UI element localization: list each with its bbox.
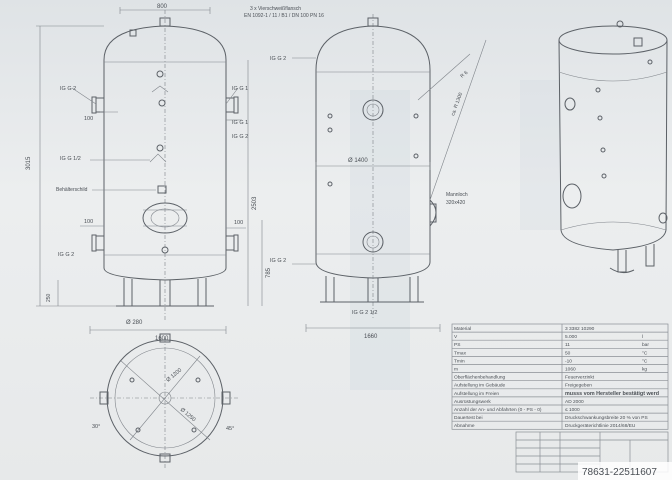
label-ig2-bottom: IG G 2 1/2 (352, 310, 377, 316)
label-ig2-top: IG G 2 (270, 56, 286, 62)
label-ig2-left-low: IG G 2 (58, 252, 74, 258)
spec-value: 50 (565, 350, 571, 356)
dim-side-mid: 100 (84, 219, 93, 225)
plan-dim-d: 45° (226, 426, 234, 432)
dim-low: 785 (266, 267, 272, 278)
label-ig2-mid: IG G 2 (270, 258, 286, 264)
spec-key: Material (454, 326, 471, 332)
label-ig2-right: IG G 2 (232, 134, 248, 140)
side-view (292, 14, 487, 332)
spec-value: ≤ 1000 (565, 407, 580, 413)
plan-view (90, 333, 240, 470)
spec-value: 5.000 (565, 334, 577, 340)
dim-foot: Ø 280 (126, 320, 143, 326)
spec-value: -10 (565, 358, 572, 364)
plan-dim-a: Ø 1200 (165, 367, 183, 383)
spec-unit: °C (642, 358, 648, 364)
spec-key: Abnahme (454, 423, 475, 429)
dim-dia: Ø 1400 (348, 158, 368, 164)
spec-key: PS (454, 342, 460, 348)
flange-note-line2: EN 1092-1 / 11 / B1 / DN 100 PN 16 (244, 13, 324, 19)
spec-unit: kg (642, 367, 647, 373)
dim-foot-height: 250 (46, 293, 52, 302)
spec-value: Feuerverzinkt (565, 375, 595, 381)
spec-table-frame (451, 323, 669, 430)
label-ig12: IG G 1/2 (60, 156, 81, 162)
spec-value: 1060 (565, 367, 576, 373)
plan-view-labels: Ø 1200 Ø 1250 30° 45° (92, 367, 234, 432)
label-ig1-right: IG G 1 (232, 120, 248, 126)
manhole-label-1: Mannloch (446, 192, 468, 198)
flange-note-line1: 3 x Vierschweißflansch (250, 6, 301, 12)
spec-value: Druckgeräterichtlinie 2014/68/EU (565, 423, 636, 429)
dim-left-height: 3015 (26, 156, 32, 170)
manhole-label-2: 320x420 (446, 200, 465, 206)
spec-unit: bar (642, 342, 649, 348)
spec-key: Tmin (454, 358, 465, 364)
watermark-id: 78631-22511607 (582, 467, 657, 478)
front-view (36, 7, 263, 334)
label-sign: Behälterschild (56, 187, 88, 193)
background-ghost-print (350, 80, 560, 390)
label-ig1-upper: IG G 1 (232, 86, 248, 92)
spec-key: Ausrüstungswerk (454, 399, 491, 405)
spec-value: 11 (565, 342, 570, 348)
spec-key: V (454, 334, 458, 340)
spec-key: Anzahl der An- und Abfahrten (0 - PS - 0… (454, 407, 542, 413)
dim-bottom: 1600 (155, 336, 169, 342)
dim-right-height: 2503 (252, 196, 258, 210)
plan-dim-c: 30° (92, 424, 100, 430)
spec-key: Aufstellung im Freien (454, 391, 499, 397)
dim-side-lower: 100 (234, 220, 243, 226)
spec-key: Oberflächenbehandlung (454, 375, 506, 381)
plan-dim-b: Ø 1250 (179, 407, 197, 423)
dim-slope: ca. R 1300 (450, 92, 464, 117)
label-ig2-upper: IG G 2 (60, 86, 76, 92)
spec-value: Druckschwankungsbreite 20 % von PS (565, 415, 648, 421)
front-view-labels: 800 1600 Ø 280 3015 2503 785 250 100 100… (26, 4, 272, 342)
spec-unit: °C (642, 350, 648, 356)
spec-value: 3 3382 10290 (565, 326, 595, 332)
watermark-background (578, 462, 672, 480)
spec-key: Dauertest bei (454, 415, 483, 421)
spec-key: m (454, 368, 458, 373)
dim-r: R 6 (459, 70, 469, 80)
dim-side-bottom: 1660 (364, 334, 378, 340)
dim-side-upper: 100 (84, 116, 93, 122)
spec-key: Tmax (454, 350, 467, 356)
spec-value: AD 2000 (565, 399, 584, 405)
spec-value: Freigegeben (565, 383, 592, 389)
spec-value: musss vom Hersteller bestätigt werd (565, 391, 659, 397)
spec-unit: l (642, 334, 643, 340)
dim-top: 800 (157, 4, 168, 10)
spec-key: Aufstellung im Gebäude (454, 383, 506, 389)
isometric-view (558, 20, 668, 274)
